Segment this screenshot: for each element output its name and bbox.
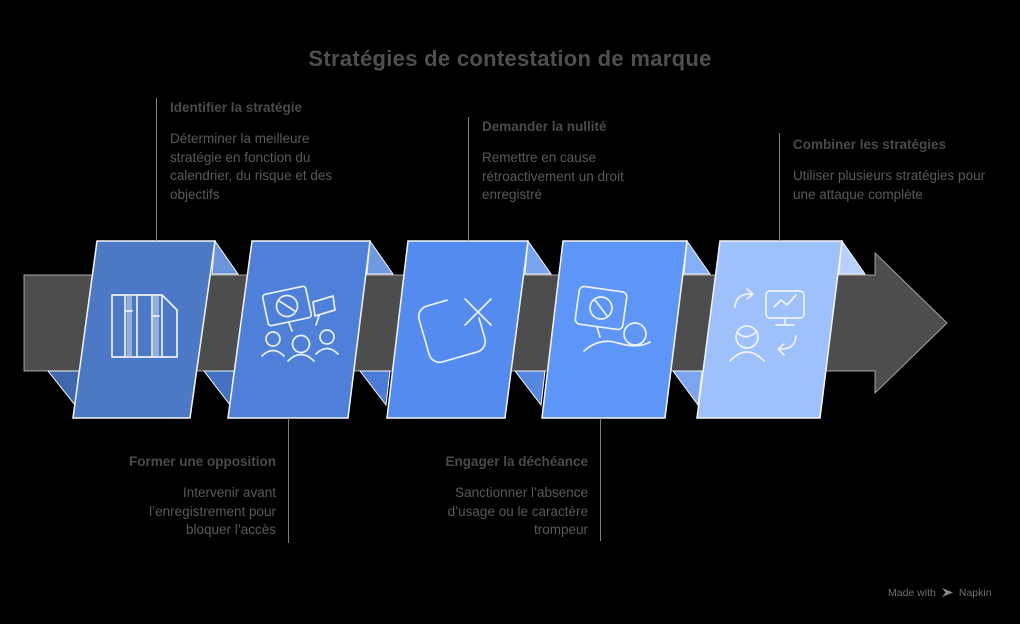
panel-fold <box>524 239 552 275</box>
step-4-block: Engager la déchéance Sanctionner l’absen… <box>428 453 588 540</box>
panel-step-3 <box>386 240 529 419</box>
panel-fold <box>366 239 394 275</box>
panel-step-2 <box>227 240 371 419</box>
step-3-block: Demander la nullité Remettre en cause ré… <box>482 118 652 205</box>
step-5-label: Combiner les stratégies <box>793 137 947 152</box>
step-5-description: Utiliser plusieurs stratégies pour une a… <box>793 168 986 202</box>
diagram-title: Stratégies de contestation de marque <box>308 46 712 71</box>
made-with-text: Made with <box>888 586 936 599</box>
step-1-block: Identifier la stratégie Déterminer la me… <box>170 99 358 204</box>
panel-fold <box>683 239 711 275</box>
combine-strategies-icon <box>729 288 805 362</box>
step-5-block: Combiner les stratégies Utiliser plusieu… <box>793 136 989 204</box>
cancel-square-icon <box>417 294 492 364</box>
revoked-sign-icon <box>574 285 651 352</box>
step-2-description: Intervenir avant l’enregistrement pour b… <box>149 485 276 537</box>
panel-fold <box>358 370 391 407</box>
step-3-label: Demander la nullité <box>482 119 607 134</box>
step-2-label: Former une opposition <box>129 454 276 469</box>
connector-lines <box>156 98 780 543</box>
panel-fold <box>211 239 239 275</box>
books-shelf-icon <box>111 294 178 358</box>
step-3-description: Remettre en cause rétroactivement un dro… <box>482 150 624 202</box>
panel-fold <box>672 370 703 407</box>
panel-fold <box>513 370 546 407</box>
panel-step-1 <box>72 240 216 419</box>
step-2-block: Former une opposition Intervenir avant l… <box>126 453 276 540</box>
step-4-label: Engager la déchéance <box>445 454 588 469</box>
step-4-description: Sanctionner l’absence d’usage ou le cara… <box>447 485 588 537</box>
panel-step-5 <box>696 240 843 419</box>
panel-fold <box>46 370 80 407</box>
ribbon-panels <box>72 240 843 419</box>
made-with-napkin: Made with Napkin <box>888 586 992 599</box>
step-1-label: Identifier la stratégie <box>170 100 303 115</box>
panel-folds-bottom <box>46 370 703 407</box>
protest-crowd-icon <box>261 285 339 362</box>
panel-fold <box>202 370 235 407</box>
step-1-description: Déterminer la meilleure stratégie en fon… <box>170 131 333 202</box>
napkin-logo-icon <box>941 588 953 597</box>
panel-fold <box>838 239 866 275</box>
napkin-brand-text: Napkin <box>958 586 992 599</box>
